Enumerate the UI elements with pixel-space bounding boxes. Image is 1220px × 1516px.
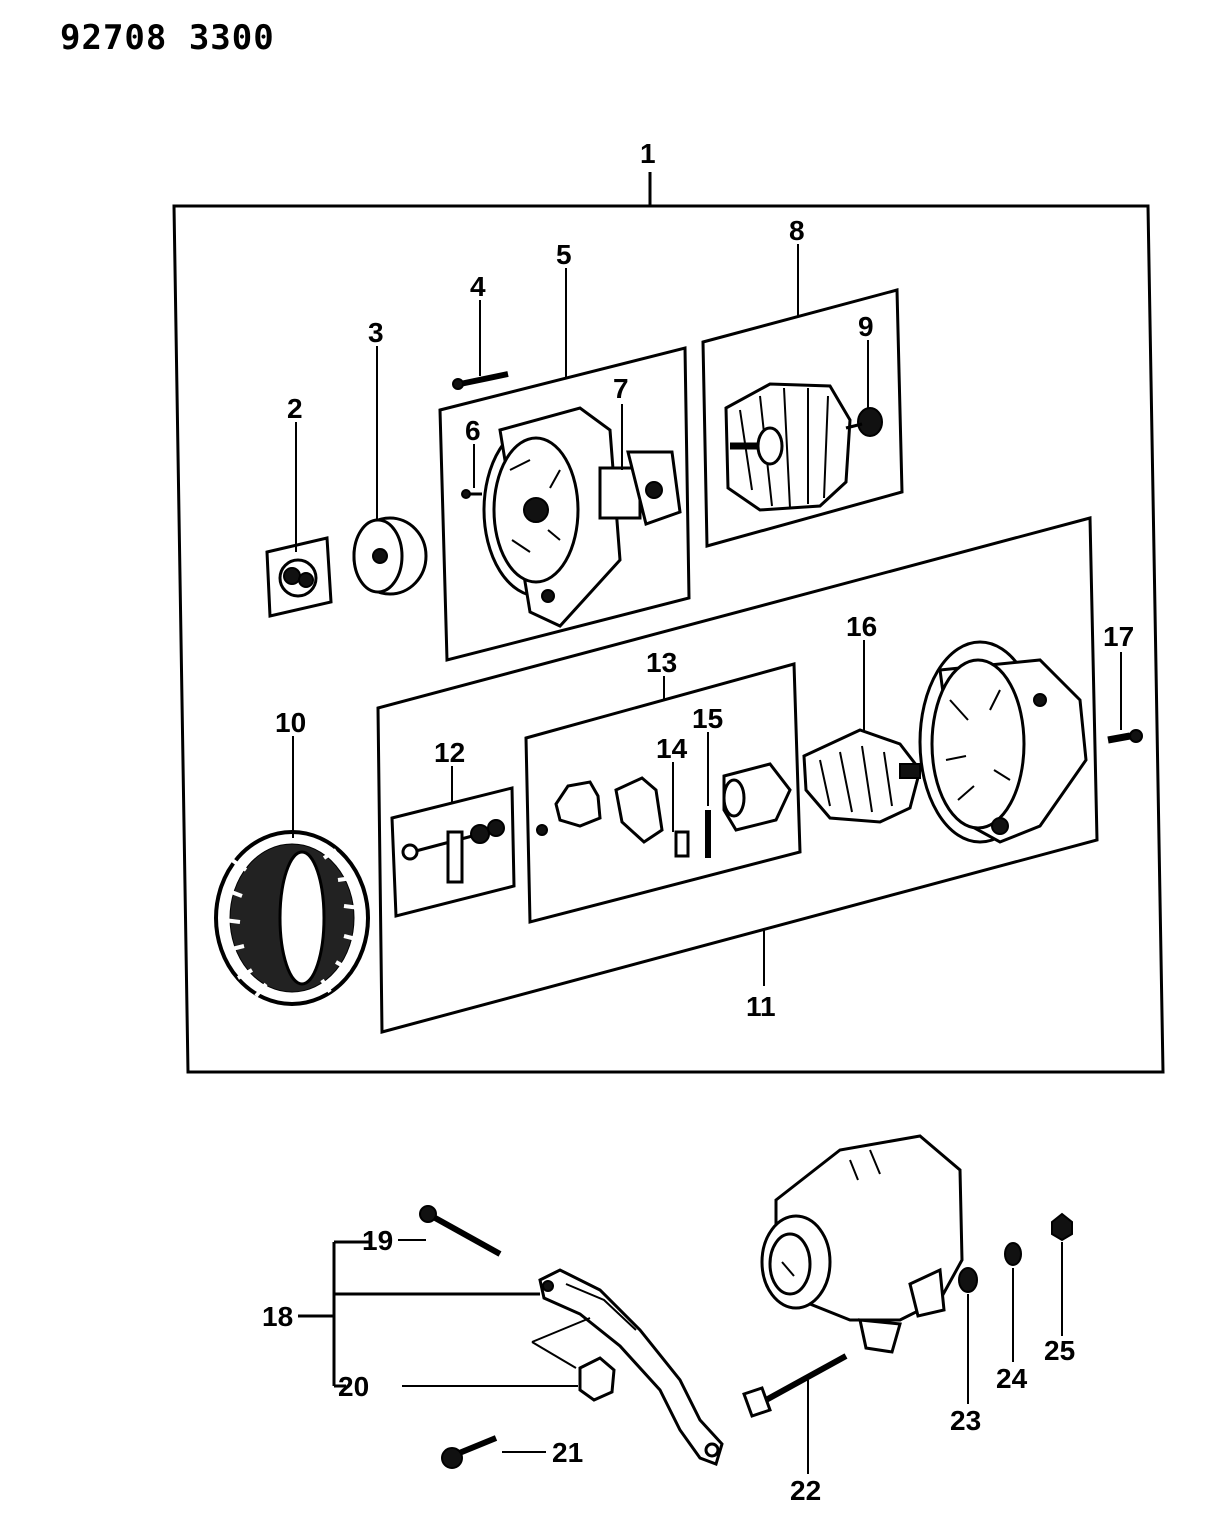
terminal-bolt-icon xyxy=(401,819,505,884)
callout-16: 16 xyxy=(846,611,877,642)
callout-13: 13 xyxy=(646,647,677,678)
callout-20: 20 xyxy=(338,1371,369,1402)
assembly-frame xyxy=(172,204,1165,1074)
part-11-box xyxy=(376,516,1099,1034)
screw-icon xyxy=(461,489,482,499)
callout-2: 2 xyxy=(287,393,303,424)
part-2-plate xyxy=(265,536,333,618)
front-bracket-icon xyxy=(482,406,682,628)
callout-25: 25 xyxy=(1044,1335,1075,1366)
callout-1: 1 xyxy=(640,138,656,169)
rectifier-icon xyxy=(802,728,922,824)
nut-20-icon xyxy=(578,1356,616,1402)
nut-washer-icon xyxy=(278,558,318,598)
rotor-icon xyxy=(724,382,883,512)
callout-15: 15 xyxy=(692,703,723,734)
part-12-box xyxy=(390,786,516,918)
nut-25-icon xyxy=(1051,1212,1073,1242)
callout-9: 9 xyxy=(858,311,874,342)
callout-11: 11 xyxy=(746,991,776,1022)
callout-7: 7 xyxy=(613,373,629,404)
callout-17: 17 xyxy=(1103,621,1134,652)
callout-12: 12 xyxy=(434,737,465,768)
washer-23-icon xyxy=(958,1267,978,1293)
callout-8: 8 xyxy=(789,215,805,246)
callout-4: 4 xyxy=(470,271,486,302)
bolt-22-icon xyxy=(742,1353,848,1418)
part-8-box xyxy=(701,288,904,548)
callout-23: 23 xyxy=(950,1405,981,1436)
rear-bracket-icon xyxy=(918,640,1088,844)
bolt-19-icon xyxy=(419,1205,502,1257)
callout-5: 5 xyxy=(556,239,572,270)
callout-21: 21 xyxy=(552,1437,583,1468)
callout-22: 22 xyxy=(790,1475,821,1506)
callout-14: 14 xyxy=(656,733,688,764)
callout-19: 19 xyxy=(362,1225,393,1256)
pulley-icon xyxy=(352,516,428,596)
document-number: 92708 3300 xyxy=(60,18,275,58)
callout-6: 6 xyxy=(465,415,481,446)
alternator-icon xyxy=(760,1134,964,1354)
adjusting-brace-icon xyxy=(531,1268,724,1466)
callout-10: 10 xyxy=(275,707,306,738)
washer-24-icon xyxy=(1004,1242,1022,1266)
part-13-box xyxy=(524,662,802,924)
brush-holder-icon xyxy=(536,762,792,858)
part-5-box xyxy=(438,346,691,662)
stator-icon xyxy=(214,830,370,1006)
bolt-icon xyxy=(1107,729,1143,744)
callout-24: 24 xyxy=(996,1363,1028,1394)
callout-18: 18 xyxy=(262,1301,293,1332)
callout-3: 3 xyxy=(368,317,384,348)
bolt-21-icon xyxy=(441,1435,498,1469)
through-bolt-icon xyxy=(452,371,509,390)
